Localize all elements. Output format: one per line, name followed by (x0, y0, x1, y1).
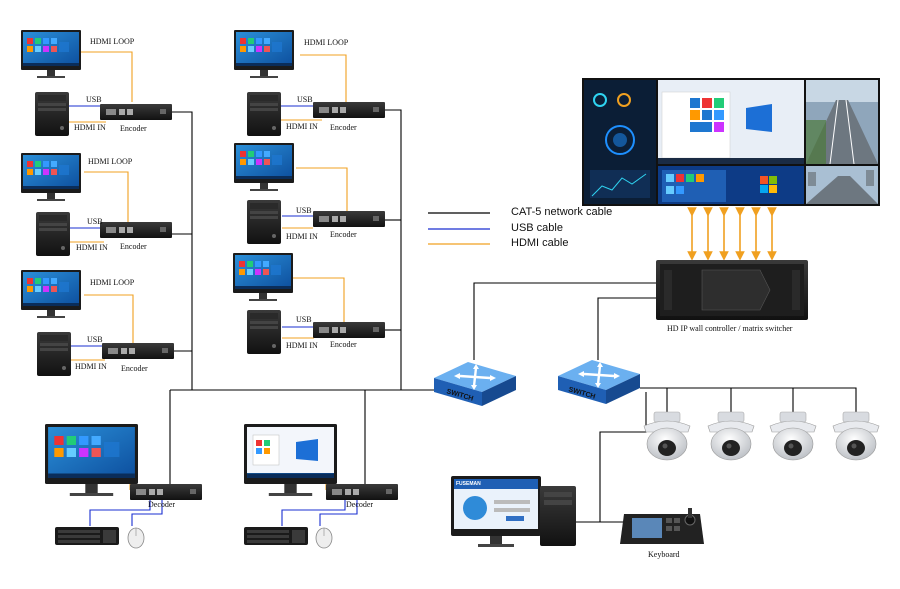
hdmi-loop-label-2: HDMI LOOP (88, 157, 133, 166)
encoder-label-2: Encoder (120, 242, 147, 251)
video-wall (582, 78, 880, 206)
usb-label-1: USB (86, 95, 102, 104)
ptz-keyboard (620, 508, 704, 544)
legend-hdmi-label: HDMI cable (511, 237, 569, 249)
hdmi-loop-label-4: HDMI LOOP (304, 38, 349, 47)
hdmi-in-label-2: HDMI IN (76, 243, 108, 252)
usb-label-6: USB (296, 315, 312, 324)
decoder-label-1: Decoder (148, 500, 176, 509)
hdmi-in-label-6: HDMI IN (286, 341, 318, 350)
usb-label-4: USB (297, 95, 313, 104)
encoder-label-3: Encoder (121, 364, 148, 373)
login-brand: FUSEMAN (456, 481, 481, 487)
legend-usb-label: USB cable (511, 222, 563, 234)
network-cables (158, 109, 857, 523)
camera-1 (643, 411, 691, 461)
usb-cables (68, 105, 358, 526)
hdmi-in-label-3: HDMI IN (75, 362, 107, 371)
encoder-set-6 (233, 253, 385, 354)
decoder-set-2 (244, 424, 398, 549)
encoder-label-5: Encoder (330, 230, 357, 239)
keyboard-caption: Keyboard (648, 550, 680, 559)
decoder-set-1 (45, 424, 202, 549)
camera-2 (707, 411, 755, 461)
encoder-label-6: Encoder (330, 340, 357, 349)
encoder-set-5 (234, 143, 385, 244)
hdmi-in-label-1: HDMI IN (74, 123, 106, 132)
wall-links (687, 207, 777, 261)
hdmi-loop-label-1: HDMI LOOP (90, 37, 135, 46)
usb-label-2: USB (87, 217, 103, 226)
controller-caption: HD IP wall controller / matrix switcher (667, 324, 793, 333)
decoder-label-2: Decoder (346, 500, 374, 509)
hdmi-in-label-4: HDMI IN (286, 122, 318, 131)
hdmi-in-label-5: HDMI IN (286, 232, 318, 241)
encoder-set-2 (21, 153, 172, 256)
usb-label-5: USB (296, 206, 312, 215)
workstation (451, 476, 576, 547)
switch-1 (432, 360, 518, 408)
switch-2 (556, 358, 642, 406)
camera-3 (769, 411, 817, 461)
usb-label-3: USB (87, 335, 103, 344)
camera-4 (832, 411, 880, 461)
hdmi-cables (68, 51, 348, 490)
wall-controller (656, 260, 808, 320)
hdmi-loop-label-3: HDMI LOOP (90, 278, 135, 287)
legend-network-label: CAT-5 network cable (511, 206, 613, 218)
encoder-label-4: Encoder (330, 123, 357, 132)
encoder-label-1: Encoder (120, 124, 147, 133)
